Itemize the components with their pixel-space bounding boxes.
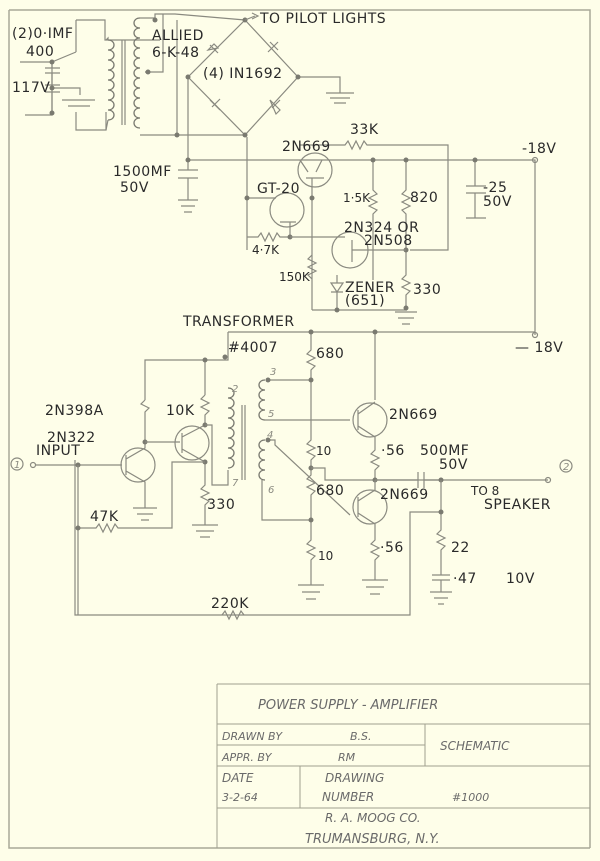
title-block: POWER SUPPLY - AMPLIFIER DRAWN BY B.S. A… (216, 683, 590, 848)
label-winding-4: 4 (267, 430, 273, 441)
label-terminal-out: 2 (563, 462, 569, 473)
label-r-220k: 220K (211, 596, 249, 612)
label-r-47k: 47K (90, 509, 119, 525)
label-winding-5: 5 (268, 409, 274, 420)
label-r-10k: 10K (166, 403, 195, 419)
drawing-number: #1000 (452, 791, 489, 804)
label-r-680-bot: 680 (316, 483, 344, 499)
number-label: NUMBER (322, 790, 374, 804)
label-cap-out: 500MF (420, 443, 469, 459)
approved-by-value: RM (338, 751, 356, 764)
component-labels: TO PILOT LIGHTS (2)0·IMF 400 117V ALLIED… (10, 11, 573, 612)
output-transformer-primary (227, 387, 235, 469)
label-cap-input-voltage: 400 (26, 44, 54, 60)
date-value: 3-2-64 (222, 791, 258, 804)
label-speaker-ohms: TO 8 (470, 484, 499, 498)
label-transformer-amp: TRANSFORMER (182, 314, 295, 330)
company-name: R. A. MOOG CO. (325, 811, 421, 825)
transistor-2n322 (120, 447, 156, 483)
label-r-10-bot: 10 (318, 549, 333, 563)
label-cap-047: ·47 (453, 571, 477, 587)
output-transformer-secondary (258, 379, 266, 481)
transistor-2n669-pass (297, 152, 333, 188)
label-r-150k: 150K (279, 270, 311, 284)
label-q-pass: 2N669 (282, 139, 331, 155)
label-r-330-amp: 330 (207, 497, 235, 513)
label-pilot-lights: TO PILOT LIGHTS (259, 11, 386, 27)
label-mains: 117V (12, 80, 50, 96)
power-supply-section (20, 12, 539, 335)
drawn-by-value: B.S. (350, 730, 372, 743)
label-cap-reg-voltage: 50V (483, 194, 512, 210)
label-r-4k7: 4·7K (252, 243, 280, 257)
output-terminal (544, 476, 552, 484)
drawn-by-label: DRAWN BY (222, 730, 283, 743)
label-q-out-top: 2N669 (389, 407, 438, 423)
label-zener: ZENER (345, 280, 395, 296)
label-transformer-amp-model: #4007 (228, 340, 278, 356)
approved-by-label: APPR. BY (221, 751, 273, 764)
label-r-22: 22 (451, 540, 470, 556)
label-rail-amp: — 18V (515, 340, 563, 356)
transistor-2n669-out-top (352, 402, 388, 438)
label-terminal-in: 1 (14, 460, 20, 471)
transformer-primary-coil (107, 39, 115, 121)
label-r-820: 820 (410, 190, 438, 206)
label-cap-out-voltage: 50V (439, 457, 468, 473)
label-input: INPUT (36, 443, 80, 459)
label-r-680-top: 680 (316, 346, 344, 362)
label-transformer-ps-model: 6-K-48 (152, 45, 200, 61)
label-q-2n322: 2N322 (47, 430, 96, 446)
label-r-33k: 33K (350, 122, 379, 138)
label-winding-3: 3 (270, 367, 276, 378)
label-zener-type: (651) (345, 293, 385, 309)
label-rail-top: -18V (522, 141, 556, 157)
label-filter-cap: 1500MF (113, 164, 172, 180)
label-winding-7: 7 (232, 478, 239, 489)
drawing-type: SCHEMATIC (440, 739, 510, 753)
label-q-error-alt: 2N508 (364, 233, 413, 249)
company-location: TRUMANSBURG, N.Y. (305, 832, 440, 847)
label-winding-2: 2 (232, 384, 238, 395)
drawing-label: DRAWING (325, 771, 384, 785)
label-cap-reg: -25 (483, 180, 507, 196)
label-transformer-ps: ALLIED (152, 28, 204, 44)
label-r-330-reg: 330 (413, 282, 441, 298)
label-r-10-top: 10 (316, 444, 331, 458)
label-filter-cap-voltage: 50V (120, 180, 149, 196)
label-r-056-top: ·56 (381, 443, 405, 459)
label-r-056-bot: ·56 (380, 540, 404, 556)
input-terminal (29, 461, 37, 469)
label-q-2n398a: 2N398A (45, 403, 104, 419)
label-q-out-bot: 2N669 (380, 487, 429, 503)
label-speaker: SPEAKER (484, 497, 551, 513)
label-q-error: 2N324 OR (344, 220, 419, 236)
amplifier-section (29, 329, 552, 621)
transistor-2n669-out-bot (352, 489, 388, 525)
label-q-gt20: GT-20 (257, 181, 300, 197)
transformer-secondary-coil (133, 17, 141, 129)
drawing-title: POWER SUPPLY - AMPLIFIER (258, 698, 438, 713)
date-label: DATE (222, 771, 254, 785)
label-cap-input: (2)0·IMF (12, 26, 73, 42)
label-bridge: (4) IN1692 (203, 66, 283, 82)
label-winding-6: 6 (268, 485, 274, 496)
transistor-2n398a (174, 425, 210, 461)
transistor-gt20 (269, 192, 305, 228)
label-r-1k5: 1·5K (343, 191, 371, 205)
page-border (8, 9, 591, 849)
label-cap-047-voltage: 10V (506, 571, 535, 587)
